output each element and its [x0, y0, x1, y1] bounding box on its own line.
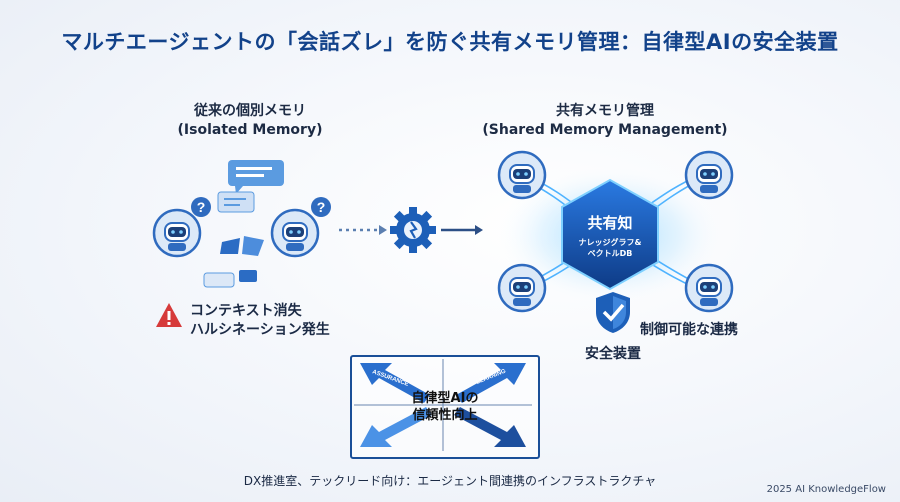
isolated-agents-illustration: [203, 160, 284, 288]
hub-subtitle-2: ベクトルDB: [587, 249, 633, 258]
context-loss-label: コンテキスト消失: [190, 303, 302, 319]
learning-arrow: [456, 363, 526, 403]
chat-bubble-icon: [217, 191, 255, 213]
credit-text: 2025 AI KnowledgeFlow: [766, 484, 886, 495]
controlled-link-label: 制御可能な連携: [640, 322, 738, 338]
shared-memory-heading: 共有メモリ管理 (Shared Memory Management): [455, 102, 755, 140]
shared-memory-title: 共有メモリ管理: [556, 103, 654, 119]
down-right-arrow: [454, 407, 526, 447]
assurance-arrow: [360, 363, 430, 403]
question-icon: ?: [191, 197, 211, 217]
gear-icon: [390, 207, 436, 253]
footer-caption: DX推進室、テックリード向け：エージェント間連携のインフラストラクチャ: [243, 474, 657, 488]
quadrant-arrows: ASSURANCE LEARNING: [354, 359, 532, 451]
hub-subtitle-1: ナレッジグラフ&: [578, 238, 642, 247]
shared-memory-subtitle: (Shared Memory Management): [482, 122, 728, 138]
agent-robot-icon: [152, 208, 202, 258]
page-title: マルチエージェントの「会話ズレ」を防ぐ共有メモリ管理：自律型AIの安全装置: [61, 30, 839, 54]
transition-arrow: [339, 207, 483, 253]
question-icon: ?: [311, 197, 331, 217]
agent-robot-icon: [497, 263, 547, 313]
warning-text: コンテキスト消失 ハルシネーション発生: [190, 302, 330, 340]
chat-bubble-icon: [228, 160, 284, 194]
reliability-line-1: 自律型AIの: [411, 391, 479, 406]
down-left-arrow: [360, 407, 432, 447]
isolated-memory-heading: 従来の個別メモリ (Isolated Memory): [150, 102, 350, 140]
safety-device-label: 安全装置: [585, 346, 641, 362]
hub-label: 共有知 ナレッジグラフ& ベクトルDB: [560, 212, 660, 259]
agent-robot-icon: [684, 263, 734, 313]
broken-message-icon: [203, 236, 264, 288]
isolated-memory-subtitle: (Isolated Memory): [177, 122, 323, 138]
shared-memory-network: [495, 165, 725, 305]
agent-robot-icon: [497, 150, 547, 200]
hub-title: 共有知: [587, 214, 633, 232]
reliability-center-text: 自律型AIの 信頼性向上: [395, 390, 495, 424]
hallucination-label: ハルシネーション発生: [190, 322, 330, 338]
isolated-memory-title: 従来の個別メモリ: [194, 103, 306, 119]
shared-knowledge-hub: [561, 178, 659, 291]
warning-icon: [156, 303, 182, 327]
reliability-line-2: 信頼性向上: [412, 408, 478, 423]
shield-check-icon: [596, 292, 630, 333]
svg-text:?: ?: [197, 199, 206, 215]
svg-text:?: ?: [317, 199, 326, 215]
agent-robot-icon: [684, 150, 734, 200]
agent-robot-icon: [270, 208, 320, 258]
